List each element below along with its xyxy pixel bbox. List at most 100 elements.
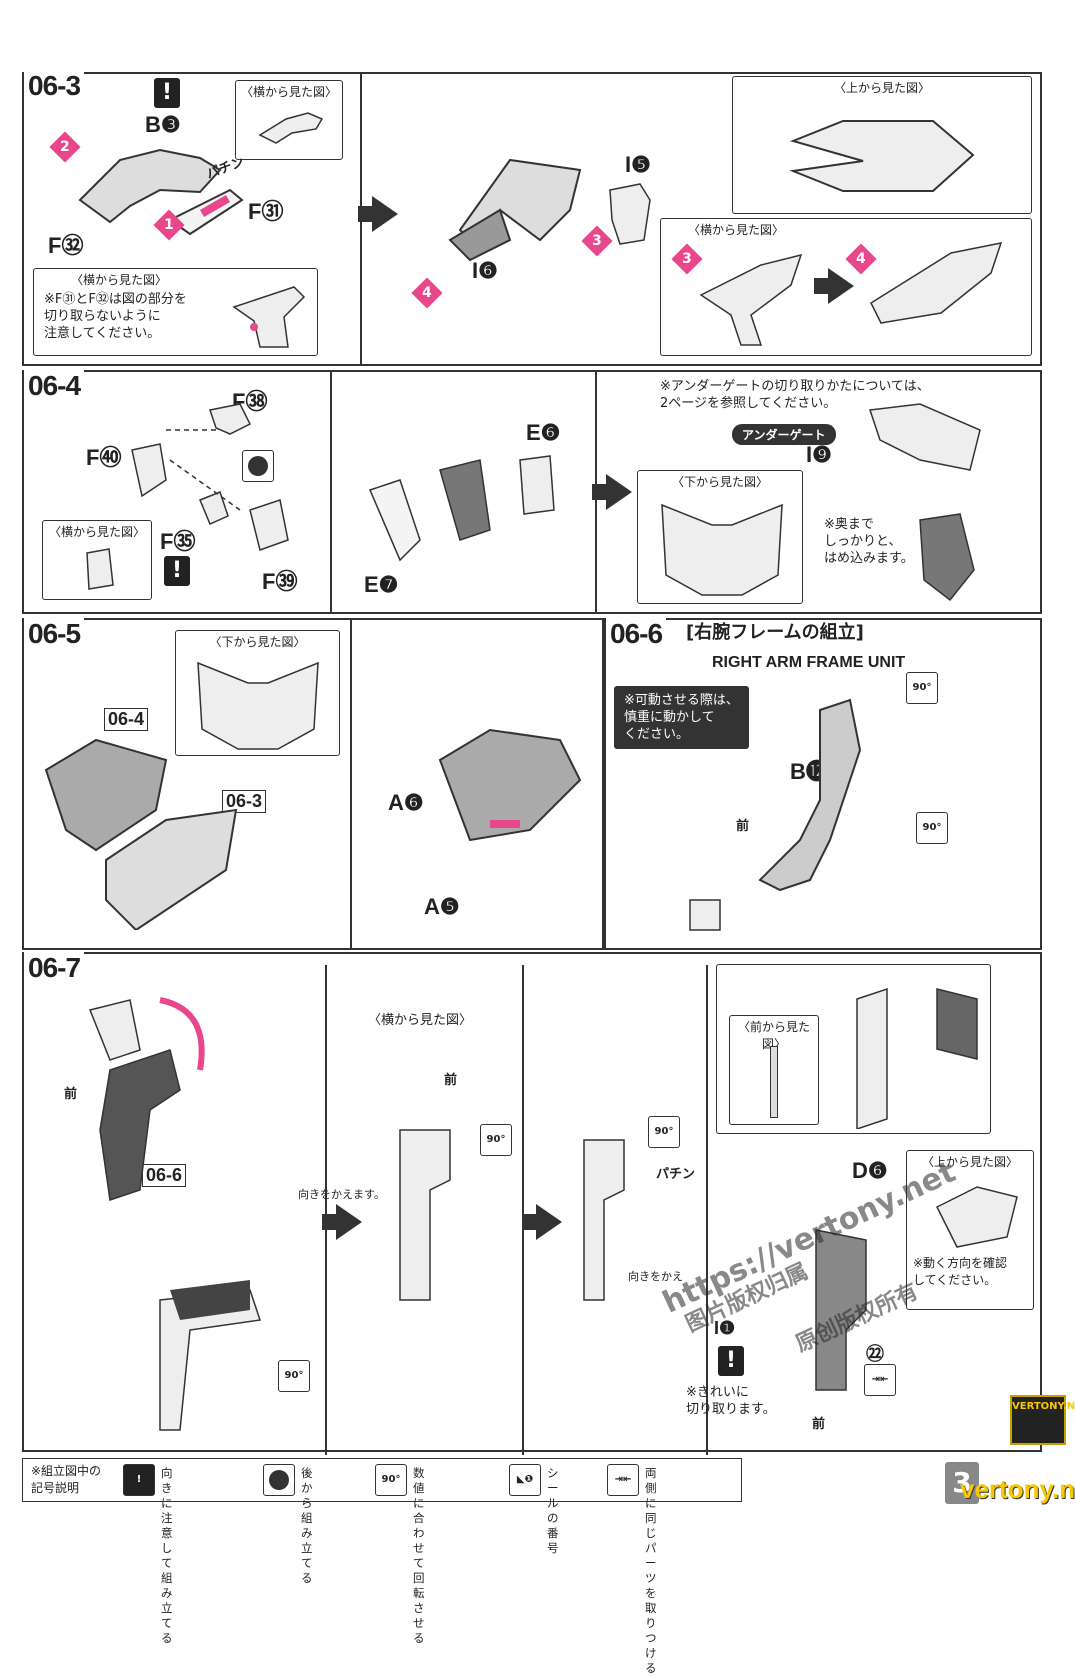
both-sides-icon: ⇥⇤ [607, 1464, 639, 1496]
later-assembly-icon [263, 1464, 295, 1496]
elbow-illustration [399, 1129, 451, 1301]
forearm-illustration [919, 513, 975, 602]
note-f31-f32: ※F㉛とF㉜は図の部分を 切り取らないように 注意してください。 [44, 292, 187, 341]
side-view-callout: 〈横から見た図〉 [235, 80, 343, 160]
arm-final-illustration [815, 1229, 867, 1391]
front-label: 前 [64, 1087, 78, 1102]
view-label: 〈横から見た図〉 [48, 525, 145, 539]
caution-icon: ! [154, 78, 180, 108]
forearm-parts-illustration [368, 455, 555, 562]
arm-rotate-illustration-2 [159, 1280, 261, 1431]
divider [706, 965, 708, 1455]
flow-arrow [814, 268, 854, 304]
flow-arrow [322, 1204, 362, 1240]
sound-label: パチン [656, 1167, 696, 1182]
view-label: 〈上から見た図〉 [833, 81, 930, 95]
ref-06-4: 06-4 [104, 708, 149, 731]
part-illustration [770, 1046, 778, 1118]
site-watermark: vertony.net [960, 1474, 1075, 1504]
part-i5: I❺ [625, 152, 651, 177]
side-view-callout-3: 〈横から見た図〉 [660, 218, 1032, 356]
view-label: 〈上から見た図〉 [921, 1155, 1018, 1169]
part-illustration [856, 987, 978, 1129]
part-22: ㉒ [866, 1344, 884, 1364]
top-view-callout: 〈上から見た図〉 [732, 76, 1032, 214]
part-illustration [870, 242, 1003, 324]
both-sides-icon: ⇥⇤ [864, 1364, 896, 1396]
symbol-legend: ※組立図中の 記号説明 ! 向きに注意して 組み立てる 後から 組み立てる 90… [22, 1458, 742, 1675]
legend-text: シール の番号 [547, 1466, 559, 1555]
front-label: 前 [736, 819, 750, 834]
divider [350, 618, 352, 950]
part-f31: F㉛ [248, 199, 284, 224]
divider [325, 965, 327, 1455]
assembly-illustration [448, 158, 582, 262]
part-illustration [197, 661, 319, 750]
caution-icon: ! [164, 556, 190, 586]
part-d6: D❻ [852, 1158, 888, 1183]
divider [522, 965, 524, 1455]
assembly-illustration [44, 738, 238, 930]
part-illustration [935, 1186, 1018, 1248]
flow-arrow [522, 1204, 562, 1240]
view-label: 〈下から見た図〉 [671, 475, 768, 489]
part-illustration [86, 548, 114, 590]
view-label: 〈横から見た図〉 [240, 85, 337, 99]
top-view-callout-2: 〈上から見た図〉 ※動く方向を確認 してください。 [906, 1150, 1034, 1310]
part-i1: I❶ [714, 1318, 736, 1338]
part-b3: B❸ [145, 112, 181, 137]
part-f39: F㊴ [262, 569, 298, 594]
step-06-4-label: 06-4 [24, 370, 85, 402]
flow-arrow [358, 196, 398, 232]
view-label: 〈下から見た図〉 [209, 635, 306, 649]
part-e6: E❻ [526, 420, 561, 445]
rotate-90-icon: 90° [375, 1464, 407, 1496]
step-06-3-label: 06-3 [24, 70, 85, 102]
later-assembly-icon [242, 450, 274, 482]
side-view-label: 〈横から見た図〉 [368, 1013, 473, 1028]
divider [330, 370, 332, 614]
arm-rotate-illustration [88, 997, 205, 1201]
rotate-90-icon: 90° [480, 1124, 512, 1156]
page-number: 3 [945, 1462, 979, 1504]
note-undergate: ※アンダーゲートの切り取りかたについては、 2ページを参照してください。 [660, 379, 930, 411]
part-f35: F㉟ [160, 529, 196, 554]
part-a5: A❺ [424, 894, 460, 919]
legend-title: ※組立図中の 記号説明 [31, 1464, 102, 1495]
caution-note: ※可動させる際は、 慎重に動かして ください。 [614, 686, 749, 749]
legend-text: 後から 組み立てる [301, 1466, 313, 1585]
bottom-view-callout-2: 〈下から見た図〉 [175, 630, 340, 756]
caution-icon: ! [123, 1464, 155, 1496]
part-i5-illustration [609, 183, 651, 245]
legend-text: 向きに注意して 組み立てる [161, 1466, 173, 1645]
elbow-illustration-2 [583, 1139, 625, 1301]
side-view-callout-4: 〈横から見た図〉 [42, 520, 152, 600]
view-label: 〈前から見た図〉 [737, 1020, 810, 1051]
step-06-6-label: 06-6 [606, 618, 667, 650]
turn-note-2: 向きをかえ [628, 1270, 683, 1283]
front-label: 前 [812, 1417, 826, 1432]
step-06-6-subtitle: RIGHT ARM FRAME UNIT [712, 654, 906, 671]
note-cut: ※きれいに 切り取ります。 [686, 1385, 776, 1417]
sticker-icon: ◣❶ [509, 1464, 541, 1496]
site-badge: VERTONY.NET [1010, 1395, 1075, 1445]
caution-icon: ! [718, 1346, 744, 1376]
part-illustration [258, 112, 324, 144]
view-label: 〈横から見た図〉 [687, 223, 784, 237]
step-06-5-label: 06-5 [24, 618, 85, 650]
rotate-90-icon: 90° [906, 672, 938, 704]
view-label: 〈横から見た図〉 [70, 273, 167, 287]
side-view-callout-2: 〈横から見た図〉 ※F㉛とF㉜は図の部分を 切り取らないように 注意してください… [33, 268, 318, 356]
flow-arrow [592, 474, 632, 510]
part-f32: F㉜ [48, 233, 84, 258]
note-confirm: ※動く方向を確認 してください。 [913, 1256, 1008, 1287]
frame-part-illustration [78, 148, 244, 236]
ref-06-3: 06-3 [222, 790, 267, 813]
legend-text: 両側に同じパーツ を取りつける [645, 1466, 657, 1675]
undergate-pill: アンダーゲート [732, 424, 836, 445]
arm-frame-illustration [689, 698, 862, 931]
front-view-callout: 〈前から見た図〉 [729, 1015, 819, 1125]
ref-06-6: 06-6 [142, 1164, 187, 1187]
part-a6: A❻ [388, 790, 424, 815]
turn-note: 向きをかえます。 [298, 1188, 385, 1201]
